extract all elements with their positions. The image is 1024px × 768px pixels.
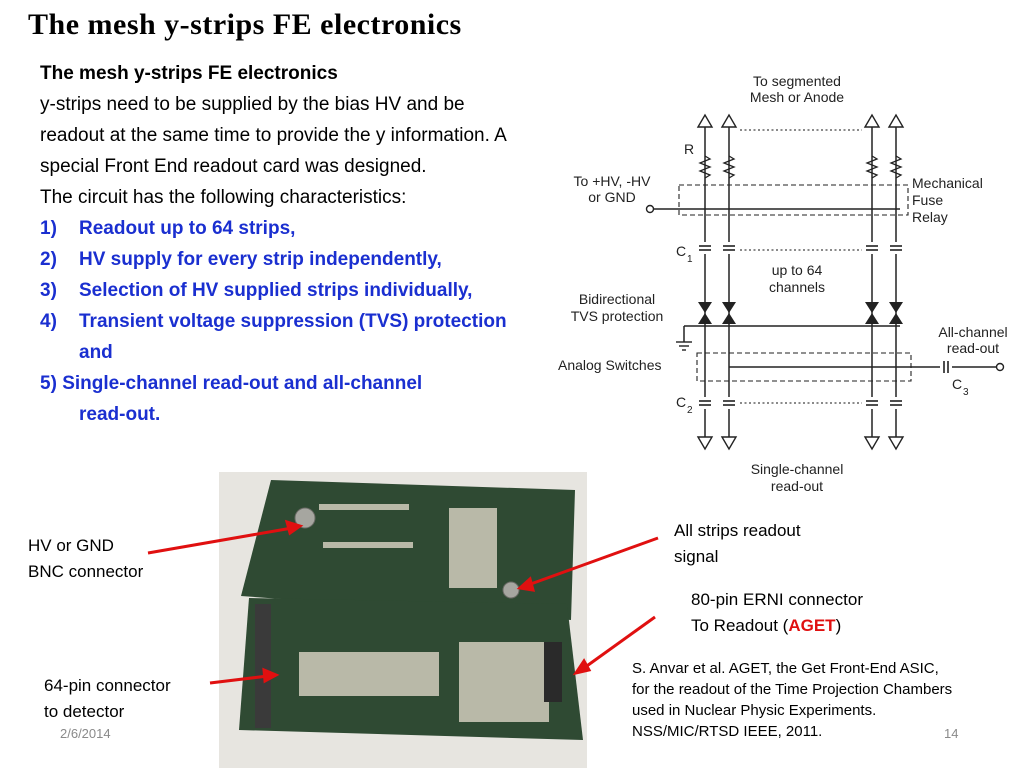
schematic-switches-label: Analog Switches: [558, 357, 662, 373]
list-number: 4): [40, 311, 57, 332]
schematic-allch-label: All-channel: [938, 324, 1007, 340]
schematic-relay-label: Mechanical: [912, 175, 983, 191]
schematic-top-label: To segmented: [753, 73, 841, 89]
schematic-channels-label: channels: [769, 279, 825, 295]
schematic-bottom-label: Single-channel: [751, 461, 844, 477]
schematic-c2-sub: 2: [687, 405, 693, 416]
body-text: The mesh y-strips FE electronics y-strip…: [40, 58, 530, 430]
intro-paragraph: y-strips need to be supplied by the bias…: [40, 94, 506, 177]
schematic-c1-sub: 1: [687, 254, 693, 265]
footer-date: 2/6/2014: [60, 726, 111, 741]
list-item: 2) HV supply for every strip independentl…: [40, 244, 530, 275]
schematic-bottom-label: read-out: [771, 478, 823, 494]
schematic-relay-label: Relay: [912, 209, 948, 225]
erni-connector-label: 80-pin ERNI connector To Readout (AGET): [691, 590, 863, 635]
schematic-allch-label: read-out: [947, 340, 999, 356]
schematic-c1-label: C: [676, 243, 686, 259]
footer-page-number: 14: [944, 726, 959, 741]
schematic-tvs-label: Bidirectional: [579, 291, 655, 307]
aget-highlight: AGET: [788, 616, 836, 635]
list-number: 5): [40, 373, 57, 394]
schematic-relay-label: Fuse: [912, 192, 943, 208]
circuit-schematic: To segmented Mesh or Anode To +HV, -HV o…: [558, 73, 1008, 494]
section-subtitle: The mesh y-strips FE electronics: [40, 63, 338, 84]
list-item: 5) Single-channel read-out and all-chann…: [40, 368, 530, 430]
list-item: 3) Selection of HV supplied strips indivi…: [40, 275, 530, 306]
list-text: Transient voltage suppression (TVS) prot…: [79, 311, 507, 363]
characteristics-list: 1) Readout up to 64 strips, 2) HV supply f…: [40, 213, 530, 430]
schematic-c2-label: C: [676, 394, 686, 410]
schematic-c3-sub: 3: [963, 387, 969, 398]
hv-connector-label: HV or GND BNC connector: [28, 536, 144, 581]
list-text: Single-channel read-out and all-channel: [62, 373, 423, 394]
schematic-channels-label: up to 64: [772, 262, 823, 278]
reference-citation: S. Anvar et al. AGET, the Get Front-End …: [632, 660, 953, 740]
schematic-hv-label: or GND: [588, 189, 635, 205]
list-number: 1): [40, 218, 57, 239]
list-number: 2): [40, 249, 57, 270]
schematic-top-label: Mesh or Anode: [750, 89, 844, 105]
all-strips-label: All strips readout signal: [674, 521, 801, 566]
list-item: 4) Transient voltage suppression (TVS) pr…: [40, 306, 530, 368]
list-text: Readout up to 64 strips,: [79, 218, 296, 239]
slide-title: The mesh y-strips FE electronics: [28, 8, 462, 41]
list-text: Selection of HV supplied strips individu…: [79, 280, 473, 301]
schematic-hv-label: To +HV, -HV: [574, 173, 652, 189]
list-number: 3): [40, 280, 57, 301]
characteristics-lead: The circuit has the following characteri…: [40, 187, 407, 208]
list-text-continued: read-out.: [79, 404, 161, 425]
list-item: 1) Readout up to 64 strips,: [40, 213, 530, 244]
pcb-photo: [219, 472, 587, 768]
schematic-resistor-label: R: [684, 141, 694, 157]
schematic-tvs-label: TVS protection: [571, 308, 664, 324]
pin64-connector-label: 64-pin connector to detector: [44, 676, 171, 721]
list-text: HV supply for every strip independently,: [79, 249, 442, 270]
schematic-c3-label: C: [952, 376, 962, 392]
